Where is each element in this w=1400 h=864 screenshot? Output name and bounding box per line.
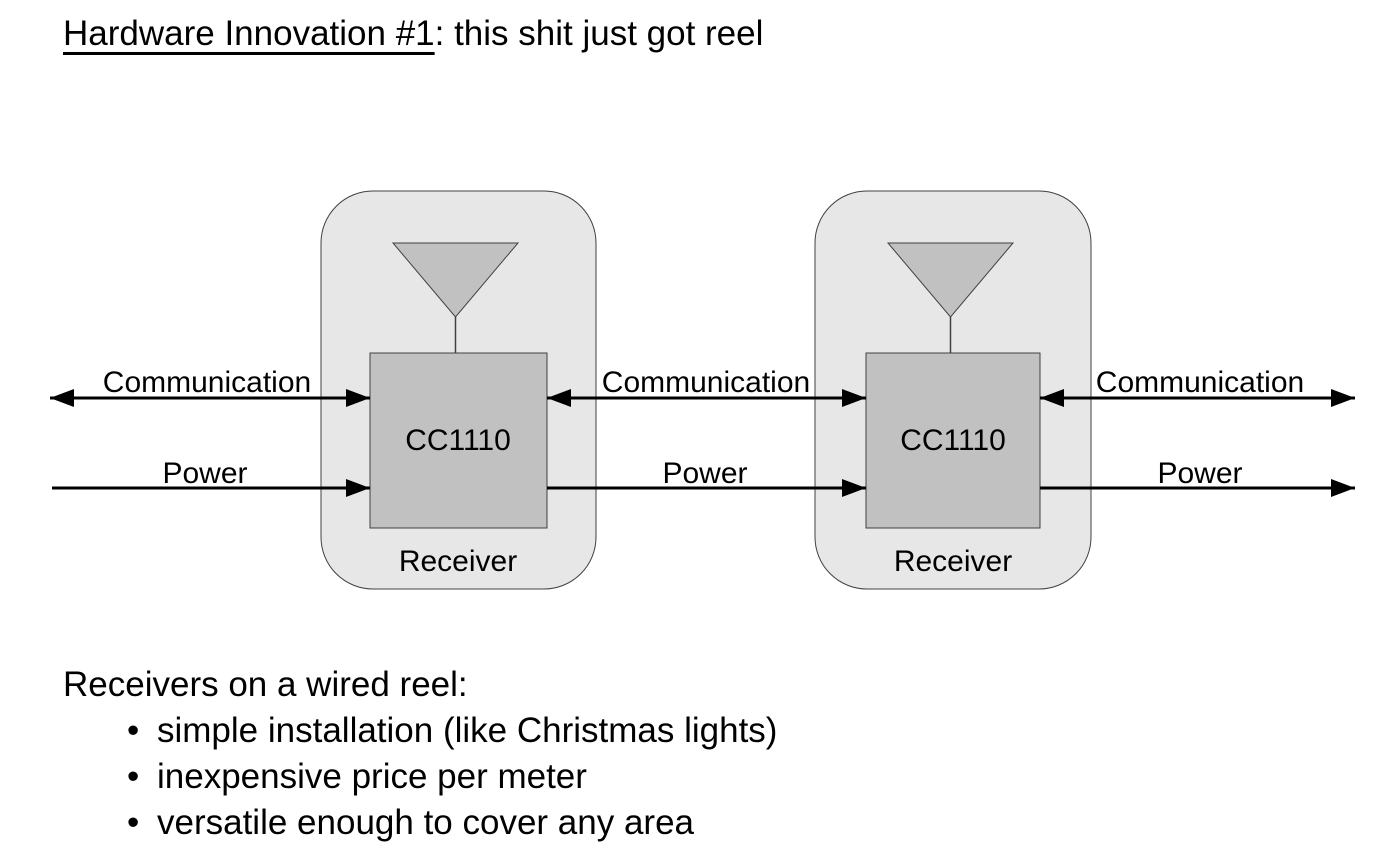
communication-label: Communication [602,366,810,399]
antenna-icon [391,242,520,353]
title-underlined-text: Hardware Innovation #1 [63,14,435,53]
list-item: inexpensive price per meter [63,754,777,800]
block-diagram: CC1110 Receiver CC1110 Receiver Communic… [50,190,1355,590]
receiver-module-1: CC1110 Receiver [320,190,597,590]
list-item-text: inexpensive price per meter [157,757,587,796]
communication-label: Communication [1096,366,1304,399]
power-label: Power [162,457,247,490]
power-label: Power [1157,457,1242,490]
chip-label: CC1110 [405,424,511,457]
power-label: Power [662,457,747,490]
receiver-label: Receiver [399,545,517,578]
page-title: Hardware Innovation #1: this shit just g… [63,12,763,56]
receiver-label: Receiver [894,545,1012,578]
notes-heading: Receivers on a wired reel: [63,665,468,704]
antenna-icon [886,242,1015,353]
notes-list: simple installation (like Christmas ligh… [63,708,777,846]
receiver-module-2: CC1110 Receiver [814,190,1092,590]
list-item-text: simple installation (like Christmas ligh… [157,711,778,750]
title-rest-text: : this shit just got reel [434,14,764,53]
notes-block: Receivers on a wired reel: simple instal… [63,662,777,846]
list-item: simple installation (like Christmas ligh… [63,708,777,754]
chip-box [865,352,1041,529]
communication-label: Communication [103,366,311,399]
chip-box [369,352,548,529]
chip-label: CC1110 [900,424,1006,457]
list-item: versatile enough to cover any area [63,800,777,846]
list-item-text: versatile enough to cover any area [157,803,694,842]
